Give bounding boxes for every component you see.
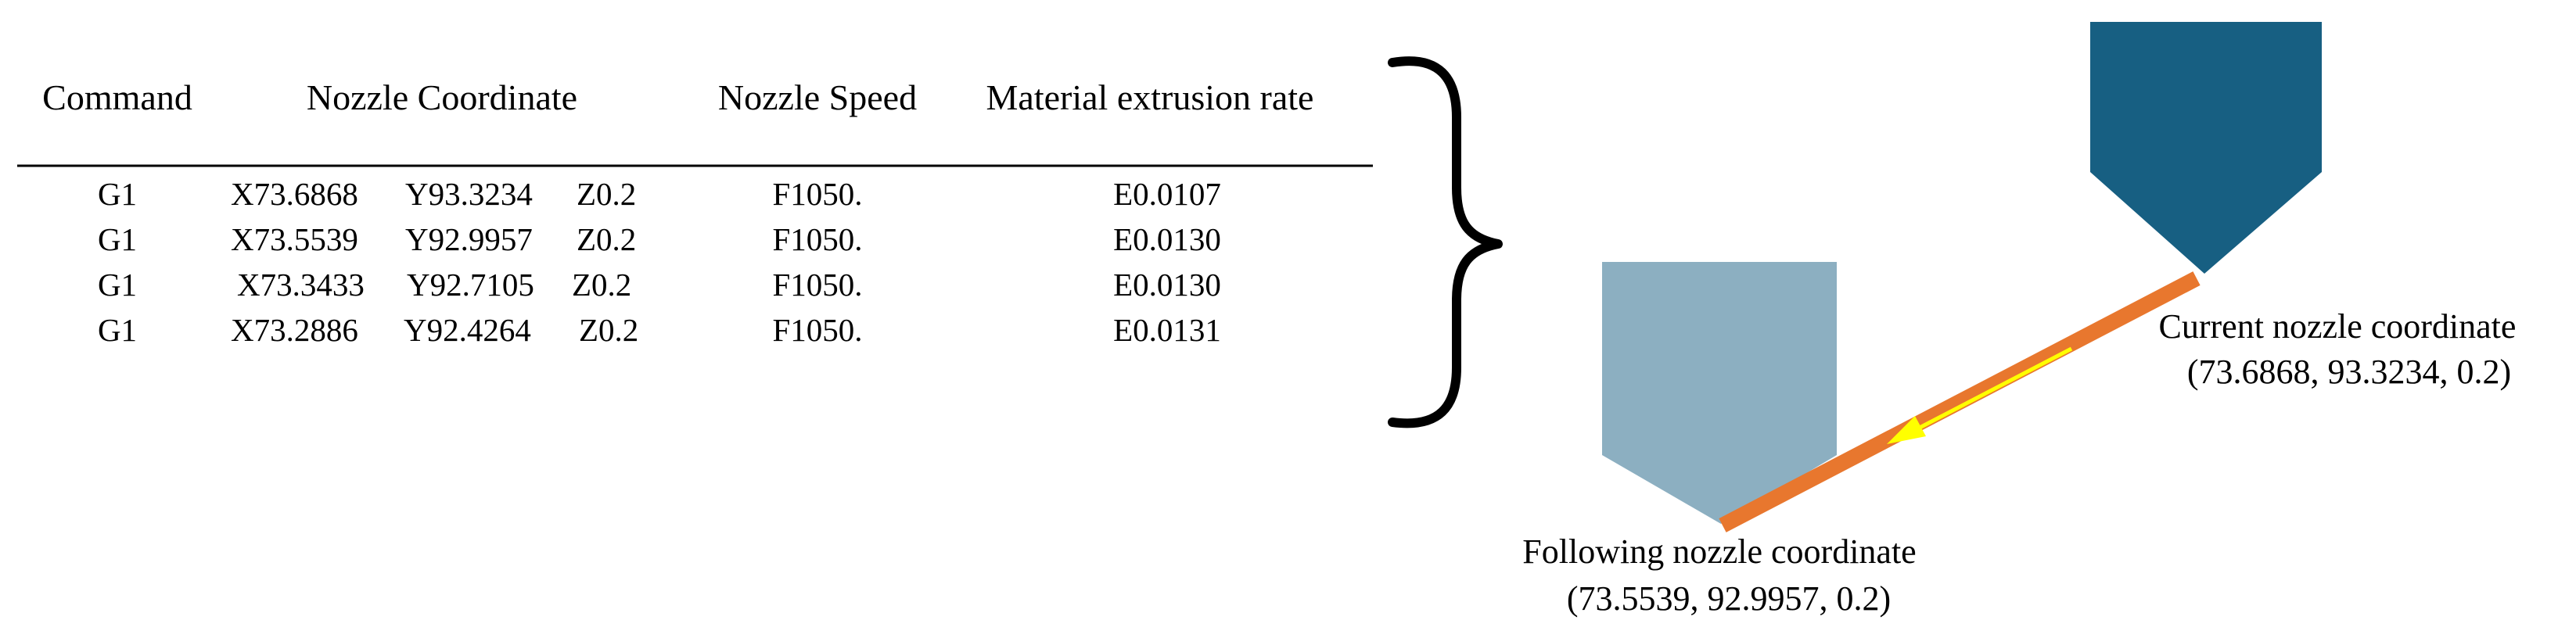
current-nozzle-coords: (73.6868, 93.3234, 0.2) <box>2187 353 2511 391</box>
cell-z: Z0.2 <box>572 267 631 303</box>
cell-y: Y93.3234 <box>405 176 533 212</box>
cell-z: Z0.2 <box>577 176 636 212</box>
cell-extrusion: E0.0107 <box>1113 176 1221 212</box>
cell-extrusion: E0.0130 <box>1113 267 1221 303</box>
curly-brace <box>1388 56 1503 428</box>
cell-y: Y92.9957 <box>405 221 533 257</box>
header-command: Command <box>42 77 192 117</box>
table-row: G1 X73.5539 Y92.9957 Z0.2 F1050. E0.0130 <box>98 221 1221 257</box>
table-row: G1 X73.6868 Y93.3234 Z0.2 F1050. E0.0107 <box>98 176 1221 212</box>
cell-speed: F1050. <box>772 221 862 257</box>
header-extrusion-rate: Material extrusion rate <box>986 77 1314 117</box>
following-nozzle-coords: (73.5539, 92.9957, 0.2) <box>1567 579 1891 618</box>
following-nozzle-icon <box>1602 262 1837 524</box>
cell-x: X73.3433 <box>237 267 365 303</box>
cell-x: X73.2886 <box>231 312 358 348</box>
tool-path-line <box>1719 271 2201 532</box>
cell-command: G1 <box>98 176 137 212</box>
cell-z: Z0.2 <box>577 221 636 257</box>
gcode-table: Command Nozzle Coordinate Nozzle Speed M… <box>17 77 1373 348</box>
cell-x: X73.5539 <box>231 221 358 257</box>
cell-speed: F1050. <box>772 176 862 212</box>
table-row: G1 X73.3433 Y92.7105 Z0.2 F1050. E0.0130 <box>98 267 1221 303</box>
following-nozzle-label: Following nozzle coordinate <box>1522 532 1916 571</box>
cell-command: G1 <box>98 221 137 257</box>
cell-speed: F1050. <box>772 312 862 348</box>
cell-command: G1 <box>98 267 137 303</box>
current-nozzle-icon <box>2090 22 2322 274</box>
cell-y: Y92.7105 <box>407 267 534 303</box>
current-nozzle-label: Current nozzle coordinate <box>2159 307 2517 346</box>
header-nozzle-coordinate: Nozzle Coordinate <box>307 77 577 117</box>
cell-speed: F1050. <box>772 267 862 303</box>
header-nozzle-speed: Nozzle Speed <box>718 77 917 117</box>
cell-extrusion: E0.0131 <box>1113 312 1221 348</box>
table-row: G1 X73.2886 Y92.4264 Z0.2 F1050. E0.0131 <box>98 312 1221 348</box>
cell-command: G1 <box>98 312 137 348</box>
cell-y: Y92.4264 <box>404 312 531 348</box>
cell-z: Z0.2 <box>579 312 638 348</box>
cell-extrusion: E0.0130 <box>1113 221 1221 257</box>
cell-x: X73.6868 <box>231 176 358 212</box>
direction-arrow-icon <box>1887 346 2073 444</box>
